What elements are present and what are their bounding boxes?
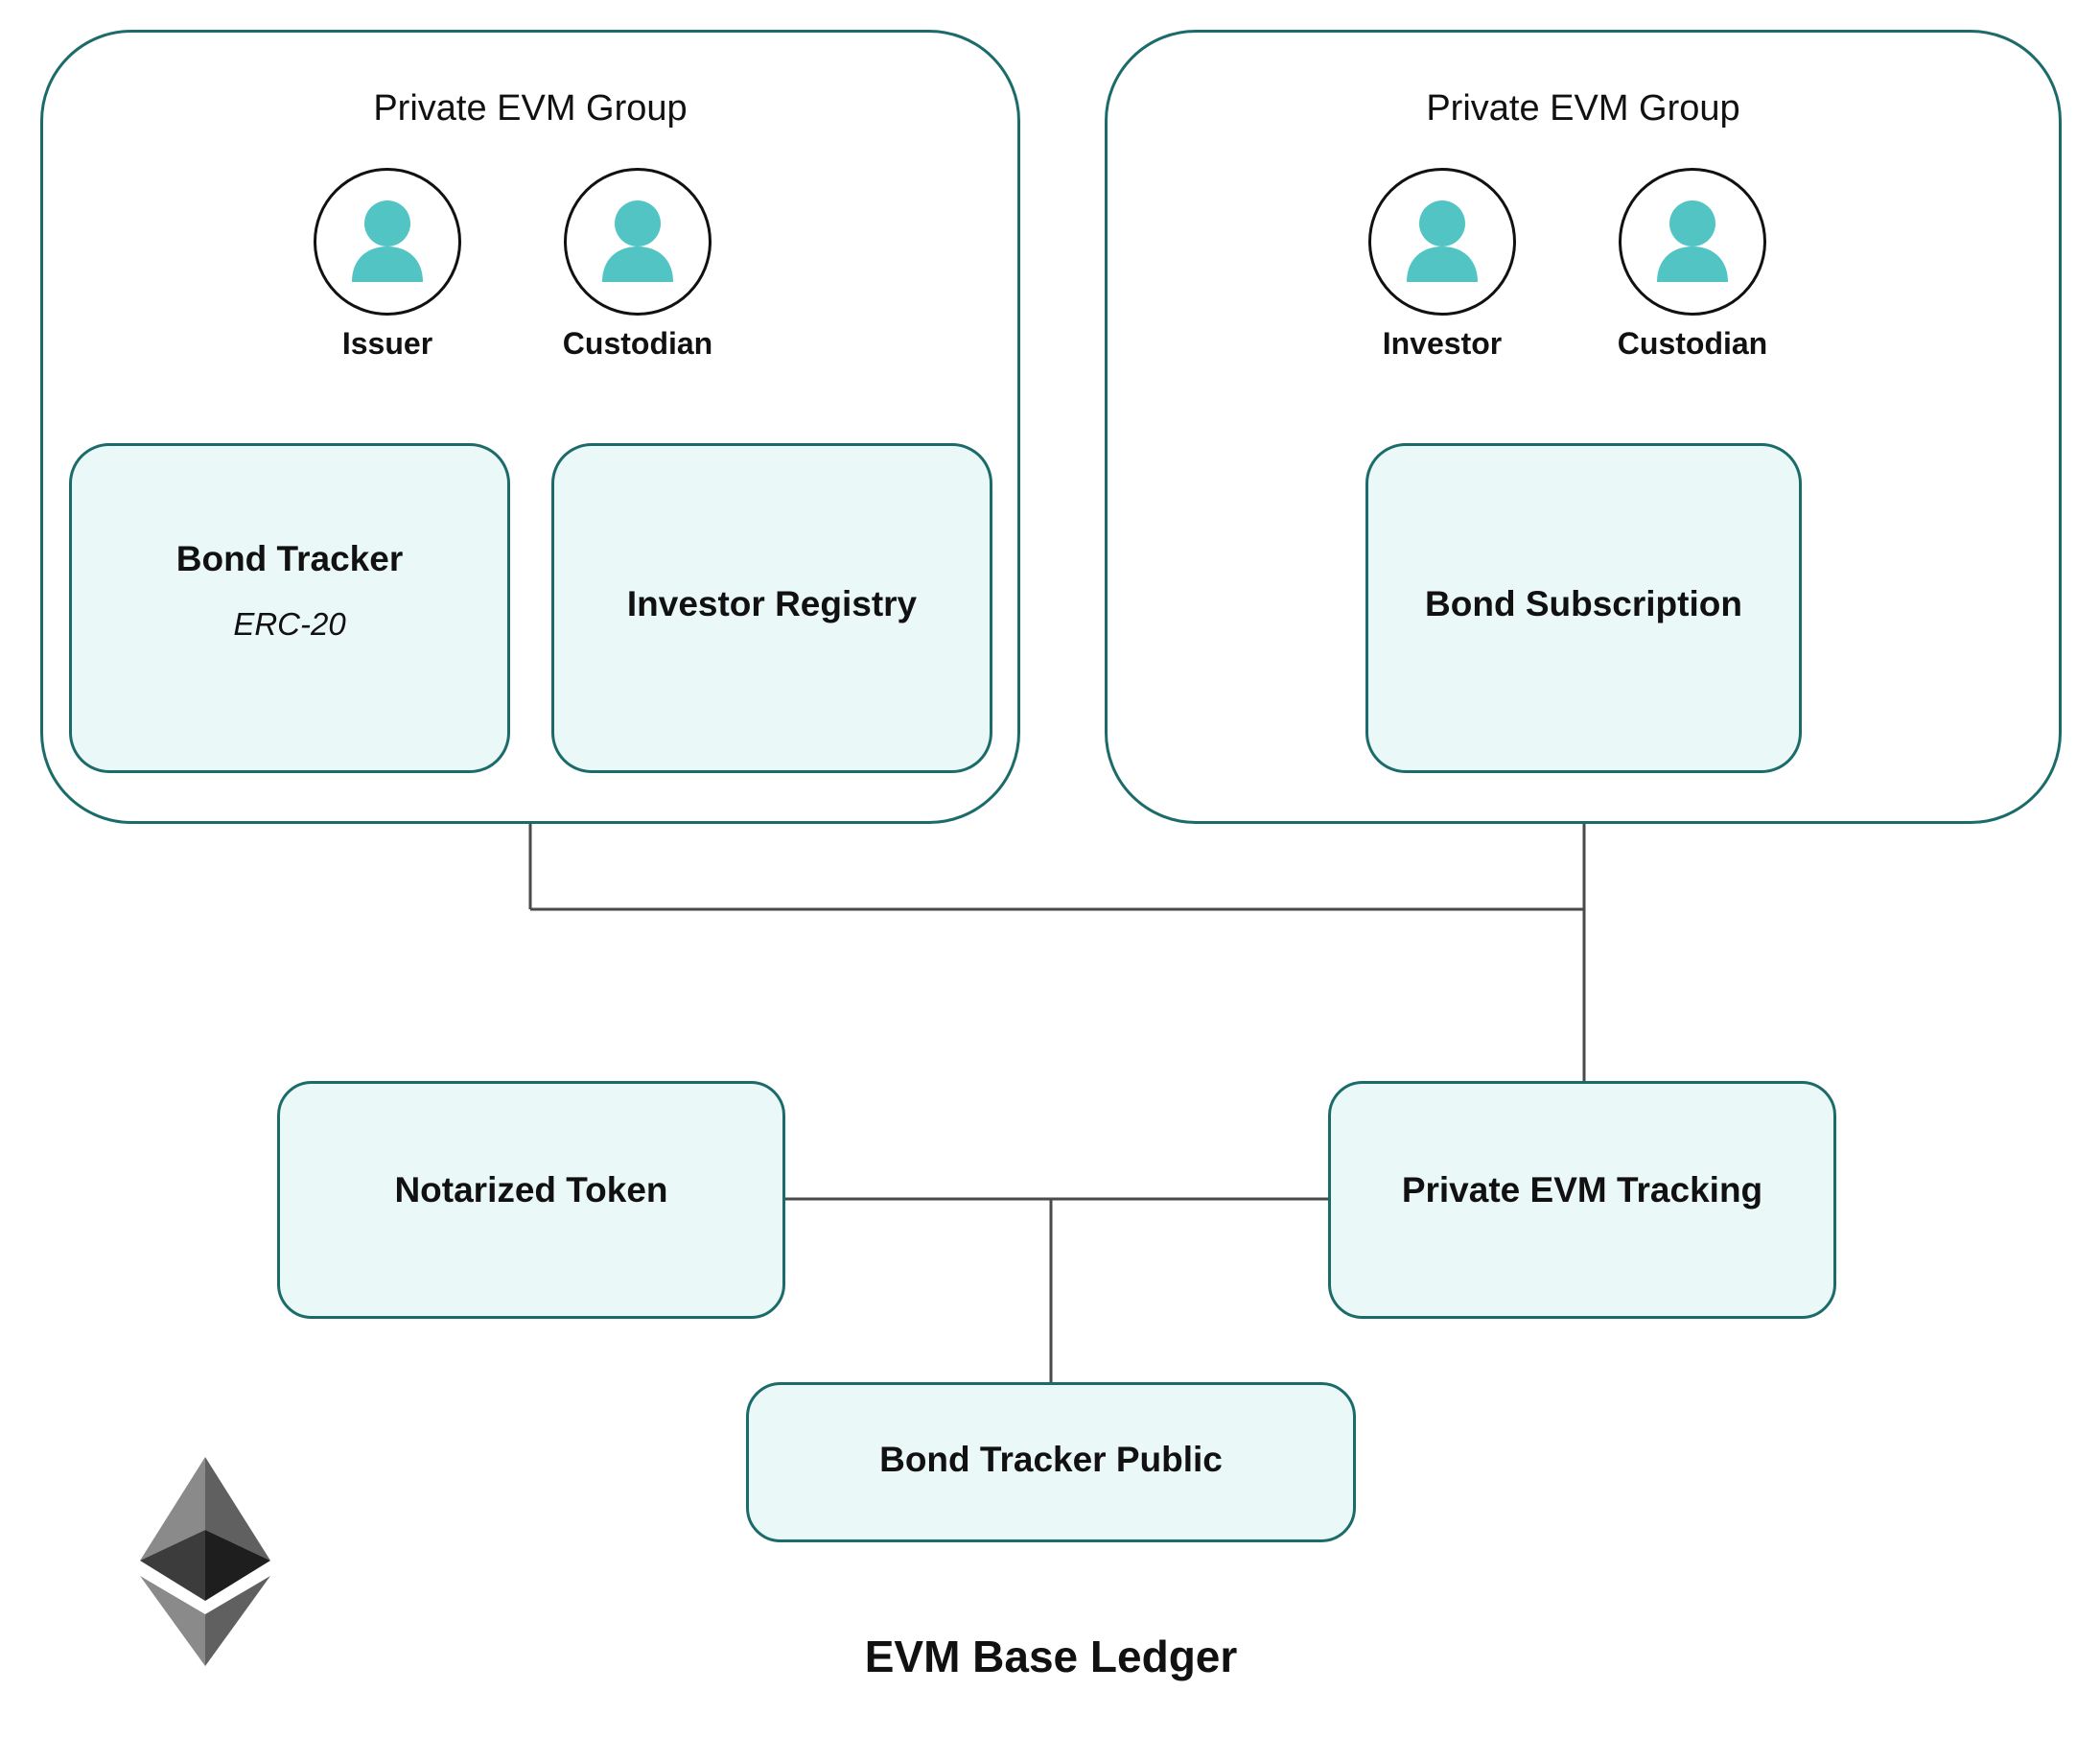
investor-registry-box: Investor Registry <box>551 443 992 773</box>
person-icon <box>1407 200 1478 282</box>
person-icon <box>602 200 673 282</box>
bond-tracker-public-label: Bond Tracker Public <box>879 1439 1223 1479</box>
person-icon <box>1657 200 1728 282</box>
bond-subscription-label: Bond Subscription <box>1425 584 1742 623</box>
erc20-label: ERC-20 <box>233 606 346 642</box>
custodian-avatar <box>1619 168 1766 316</box>
issuer-avatar <box>314 168 461 316</box>
bond-tracker-public-box: Bond Tracker Public <box>746 1382 1356 1542</box>
investor-label: Investor <box>1382 326 1503 361</box>
bond-tracker-label: Bond Tracker <box>175 539 404 578</box>
ethereum-logo-icon <box>140 1457 270 1666</box>
notarized-token-label: Notarized Token <box>394 1170 668 1210</box>
bond-subscription-box: Bond Subscription <box>1365 443 1802 773</box>
issuer-label: Issuer <box>341 326 433 361</box>
investor-avatar <box>1368 168 1516 316</box>
group-title: Private EVM Group <box>1426 88 1740 129</box>
custodian-label: Custodian <box>1617 326 1768 361</box>
group-title: Private EVM Group <box>373 88 688 129</box>
private-evm-tracking-box: Private EVM Tracking <box>1328 1081 1836 1319</box>
person-icon <box>352 200 423 282</box>
investor-registry-label: Investor Registry <box>626 584 918 623</box>
private-evm-tracking-label: Private EVM Tracking <box>1401 1170 1763 1210</box>
custodian-label: Custodian <box>562 326 713 361</box>
bond-tracker-box: Bond Tracker ERC-20 <box>69 443 510 773</box>
base-ledger-title: EVM Base Ledger <box>864 1632 1238 1681</box>
custodian-avatar <box>564 168 712 316</box>
notarized-token-box: Notarized Token <box>277 1081 785 1319</box>
